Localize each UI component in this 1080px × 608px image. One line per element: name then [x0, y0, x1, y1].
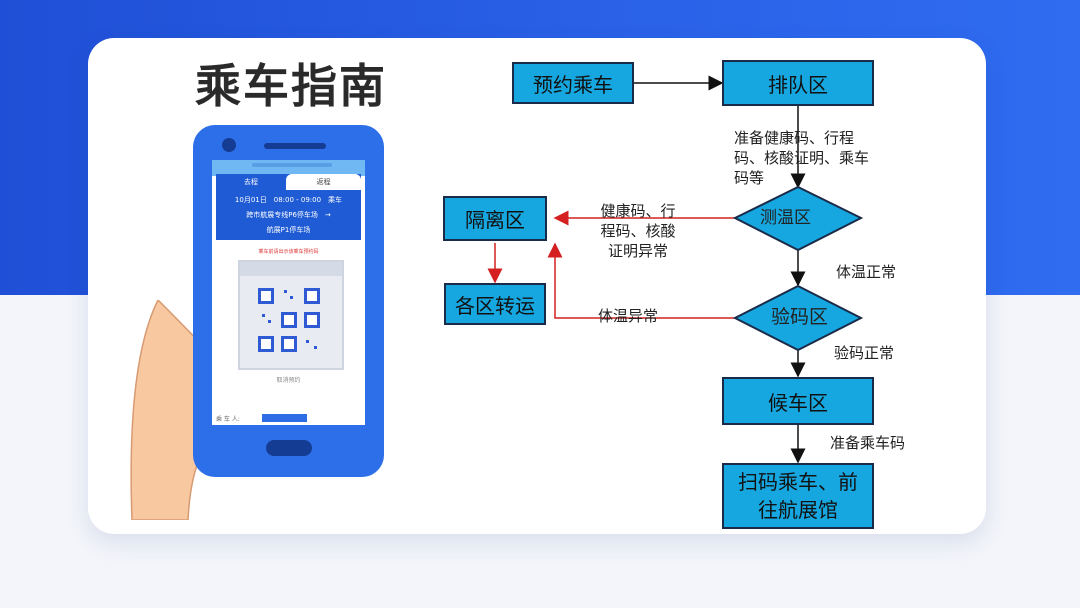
qr-dot [290, 296, 293, 299]
qr-header [240, 262, 342, 276]
node-wait: 候车区 [722, 377, 874, 425]
trip-destination: 航展P1停车场 [266, 226, 311, 234]
qr-dot [262, 314, 265, 317]
arrow-code-to-isolation [547, 242, 735, 319]
qr-finder [304, 312, 320, 328]
phone-camera [222, 138, 236, 152]
cancel-reservation-link[interactable]: 取消预约 [276, 377, 301, 384]
phone-home-button[interactable] [266, 440, 312, 456]
node-code-check: 验码区 [771, 306, 829, 328]
node-board: 扫码乘车、前往航展馆 [722, 463, 874, 529]
trip-time: 10月01日 08:00 - 09:00 乘车 [234, 196, 343, 204]
trip-route: 跨市航展专线P6停车场 → [246, 211, 331, 219]
node-queue: 排队区 [722, 60, 874, 106]
passenger-label: 乘 车 人: [216, 416, 240, 423]
node-isolation: 隔离区 [443, 196, 547, 241]
node-temp-check: 测温区 [760, 208, 811, 228]
passenger-value [262, 414, 307, 422]
qr-finder [258, 288, 274, 304]
diamond-code-check [732, 284, 864, 352]
edge-label-temp-abnormal: 体温异常 [598, 307, 659, 325]
qr-code[interactable] [238, 260, 344, 370]
qr-finder [304, 288, 320, 304]
trip-tab-bar: 去程 返程 [216, 174, 361, 190]
phone-screen: 去程 返程 10月01日 08:00 - 09:00 乘车 跨市航展专线P6停车… [212, 160, 365, 425]
node-transfer: 各区转运 [444, 283, 546, 325]
page-title: 乘车指南 [195, 59, 387, 113]
qr-finder [281, 312, 297, 328]
qr-finder [258, 336, 274, 352]
tab-return[interactable]: 返程 [286, 174, 361, 190]
edge-label-temp-normal: 体温正常 [836, 263, 897, 281]
qr-dot [314, 346, 317, 349]
edge-label-code-normal: 验码正常 [834, 344, 895, 362]
node-reserve: 预约乘车 [512, 62, 634, 104]
tab-go[interactable]: 去程 [244, 178, 258, 186]
edge-label-prepare-ride-code: 准备乘车码 [830, 434, 906, 452]
trip-info: 10月01日 08:00 - 09:00 乘车 跨市航展专线P6停车场 → 航展… [216, 190, 361, 240]
qr-dot [306, 340, 309, 343]
qr-dot [284, 290, 287, 293]
phone-speaker [264, 143, 326, 149]
edge-label-code-abnormal: 健康码、行程码、核酸证明异常 [600, 202, 676, 260]
qr-notice: 乘车前请出示该乘车预约码 [258, 249, 319, 255]
qr-finder [281, 336, 297, 352]
edge-label-prepare-codes: 准备健康码、行程码、核酸证明、乘车码等 [734, 129, 870, 187]
qr-dot [268, 320, 271, 323]
status-line [252, 163, 332, 167]
diamond-temp-check [732, 185, 864, 252]
